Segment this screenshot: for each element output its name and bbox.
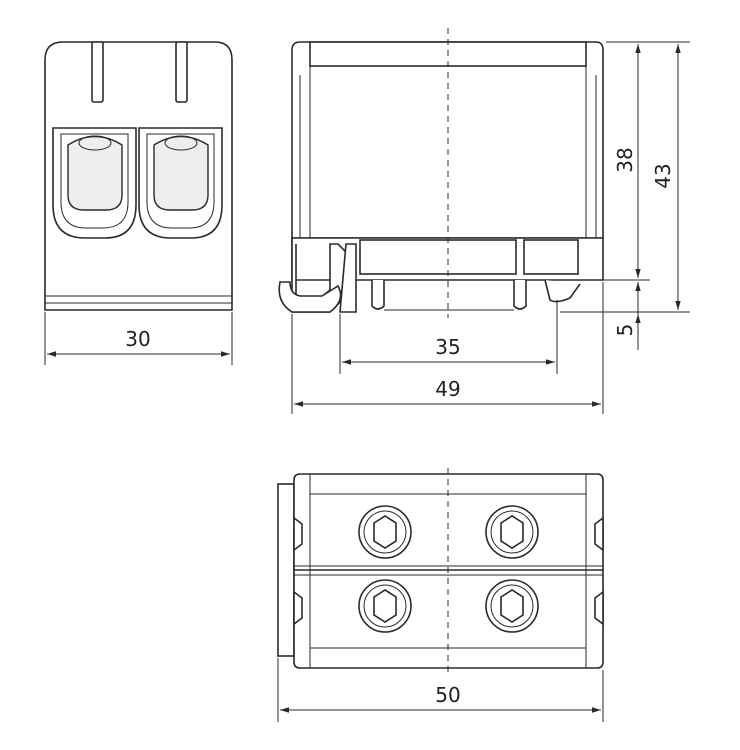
clamp-pocket-left — [52, 127, 137, 239]
front-view: 30 — [44, 41, 233, 365]
dim-side-width: 49 — [435, 377, 460, 401]
hex-screw — [358, 579, 412, 633]
dim-height-inner: 38 — [613, 147, 637, 172]
hex-screw — [358, 505, 412, 559]
dim-pitch: 35 — [435, 335, 460, 359]
side-view: 38 43 5 35 49 — [278, 28, 690, 414]
dim-front-width: 30 — [125, 327, 150, 351]
hex-screw — [485, 579, 539, 633]
hex-screw — [485, 505, 539, 559]
dim-height-base: 5 — [613, 324, 637, 337]
clamp-pocket-right — [138, 127, 223, 239]
dim-top-width: 50 — [435, 683, 460, 707]
dim-height-total: 43 — [651, 163, 675, 188]
top-view: 50 — [277, 468, 604, 722]
